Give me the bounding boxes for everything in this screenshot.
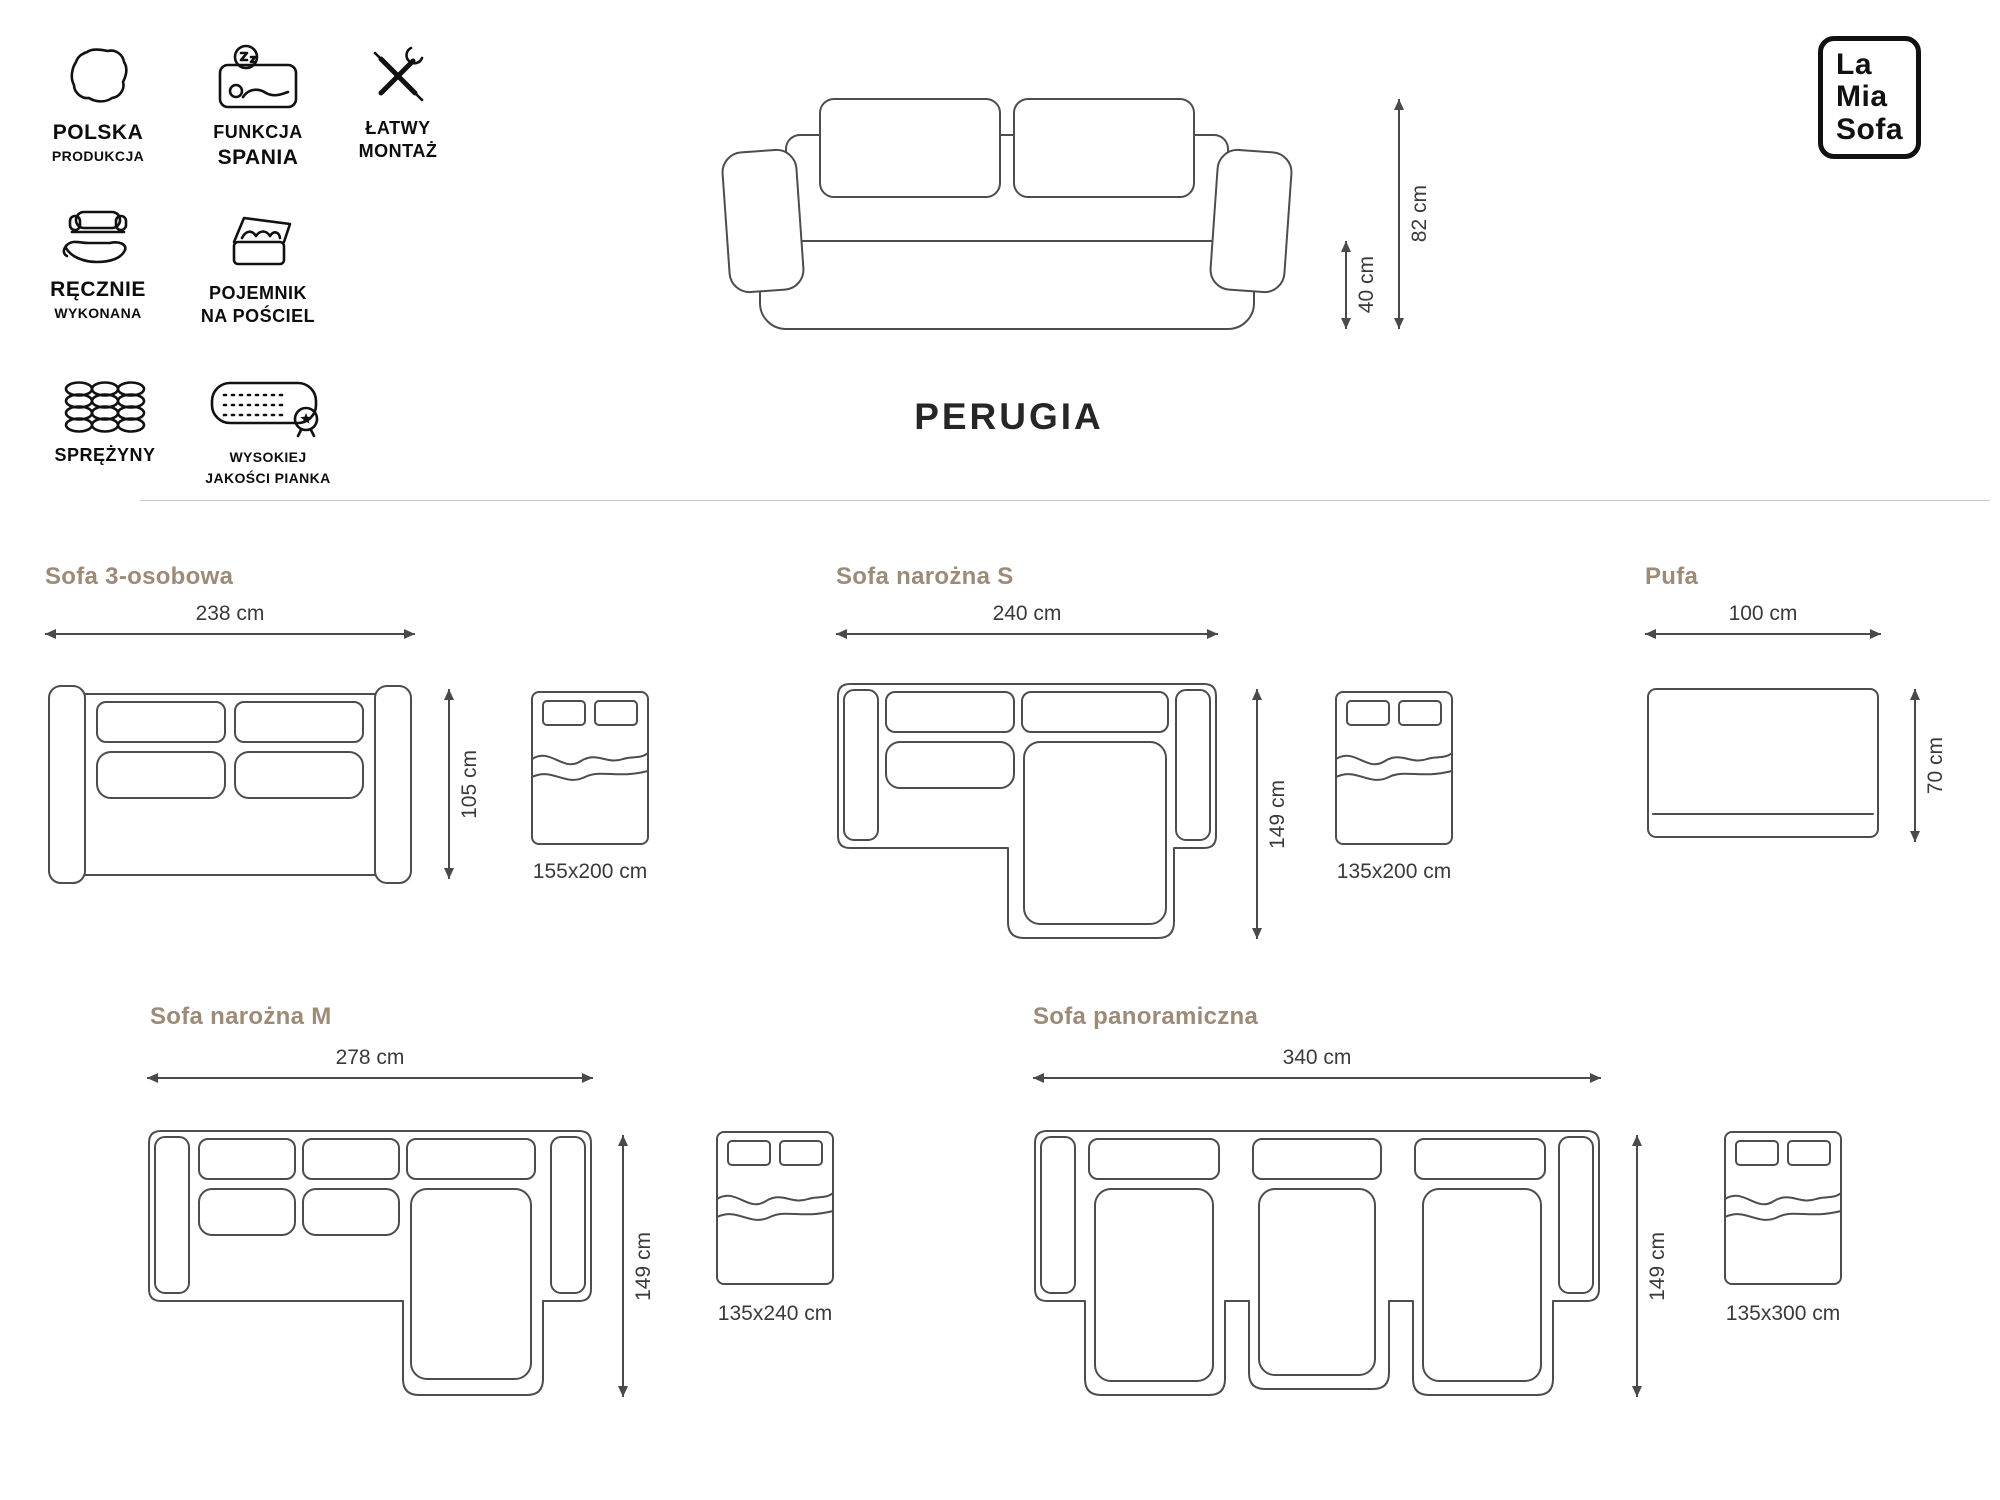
panoramiczna-top-view-drawing bbox=[1034, 1130, 1600, 1396]
bed-size-icon bbox=[1335, 691, 1453, 845]
feature-sublabel: NA POŚCIEL bbox=[200, 306, 316, 327]
depth-value: 149 cm bbox=[632, 1231, 655, 1301]
bedding-storage-icon bbox=[232, 216, 292, 266]
variant-narozna-s-width-dimension: 240 cm bbox=[836, 602, 1218, 639]
feature-label: POLSKA bbox=[52, 121, 144, 144]
width-value: 340 cm bbox=[1282, 1046, 1352, 1069]
variant-narozna-s-bed-size: 135x200 cm bbox=[1336, 860, 1452, 883]
handmade-icon bbox=[62, 210, 128, 264]
feature-latwy-montaz: ŁATWY MONTAŻ bbox=[318, 45, 478, 164]
sofa3-top-view-drawing bbox=[48, 685, 412, 884]
feature-recznie-wykonana: RĘCZNIE WYKONANA bbox=[13, 208, 183, 324]
feature-pojemnik-na-posciel: POJEMNIK NA POŚCIEL bbox=[163, 208, 353, 329]
variant-pufa-width-dimension: 100 cm bbox=[1645, 602, 1881, 639]
variant-narozna-s-title: Sofa narożna S bbox=[836, 563, 1014, 590]
width-value: 238 cm bbox=[195, 602, 265, 625]
variant-narozna-m-title: Sofa narożna M bbox=[150, 1003, 332, 1030]
logo-line-3: Sofa bbox=[1836, 112, 1904, 146]
dimension-arrow bbox=[1252, 689, 1262, 939]
logo-line-1: La bbox=[1836, 48, 1873, 81]
variant-narozna-m-depth-dimension: 149 cm bbox=[618, 1135, 656, 1397]
springs-icon bbox=[64, 381, 146, 433]
pufa-top-view-drawing bbox=[1647, 688, 1879, 838]
feature-wysokiej-jakosci-pianka: WYSOKIEJ JAKOŚCI PIANKA bbox=[168, 375, 368, 489]
variant-pufa-depth-dimension: 70 cm bbox=[1910, 689, 1948, 842]
narozna-s-top-view-drawing bbox=[837, 683, 1217, 939]
easy-assembly-icon bbox=[373, 46, 424, 102]
dimension-arrow bbox=[1645, 629, 1881, 639]
feature-sublabel: SPANIA bbox=[217, 146, 299, 170]
width-value: 100 cm bbox=[1728, 602, 1798, 625]
feature-sublabel: MONTAŻ bbox=[358, 141, 438, 162]
narozna-m-top-view-drawing bbox=[148, 1130, 592, 1396]
bed-size-icon bbox=[531, 691, 649, 845]
feature-label: RĘCZNIE bbox=[50, 278, 146, 301]
dimension-arrow bbox=[836, 629, 1218, 639]
sleep-function-icon bbox=[218, 44, 298, 109]
seat-height-dimension: 40 cm bbox=[1341, 241, 1379, 329]
brand-logo: La Mia Sofa bbox=[1818, 36, 1922, 160]
dimension-arrow bbox=[45, 629, 415, 639]
variant-panoramiczna-width-dimension: 340 cm bbox=[1033, 1046, 1601, 1083]
depth-value: 149 cm bbox=[1646, 1231, 1669, 1301]
depth-value: 70 cm bbox=[1924, 736, 1947, 795]
bed-size-icon bbox=[1724, 1131, 1842, 1285]
width-value: 240 cm bbox=[992, 602, 1062, 625]
feature-sublabel: WYKONANA bbox=[54, 305, 142, 322]
feature-sublabel: PRODUKCJA bbox=[51, 148, 145, 165]
variant-panoramiczna-bed-size: 135x300 cm bbox=[1725, 1302, 1841, 1325]
dimension-arrow bbox=[1033, 1073, 1601, 1083]
feature-label: ŁATWY bbox=[365, 118, 431, 138]
feature-polska-produkcja: POLSKA PRODUKCJA bbox=[13, 45, 183, 167]
depth-value: 105 cm bbox=[458, 749, 481, 819]
variant-narozna-m-width-dimension: 278 cm bbox=[147, 1046, 593, 1083]
dimension-arrow bbox=[1341, 241, 1351, 329]
section-divider bbox=[140, 500, 1990, 501]
width-value: 278 cm bbox=[335, 1046, 405, 1069]
variant-sofa3-width-dimension: 238 cm bbox=[45, 602, 415, 639]
variant-panoramiczna-depth-dimension: 149 cm bbox=[1632, 1135, 1670, 1397]
dimension-arrow bbox=[1910, 689, 1920, 842]
seat-height-value: 40 cm bbox=[1355, 256, 1378, 314]
overall-height-dimension: 82 cm bbox=[1394, 99, 1432, 329]
variant-narozna-s-depth-dimension: 149 cm bbox=[1252, 689, 1290, 939]
feature-label: SPRĘŻYNY bbox=[54, 445, 156, 465]
foam-quality-icon bbox=[210, 381, 319, 438]
dimension-arrow bbox=[618, 1135, 628, 1397]
feature-label: POJEMNIK bbox=[208, 283, 308, 303]
feature-label: FUNKCJA bbox=[213, 122, 303, 142]
bed-size-icon bbox=[716, 1131, 834, 1285]
poland-map-icon bbox=[70, 48, 128, 103]
variant-narozna-m-bed-size: 135x240 cm bbox=[717, 1302, 833, 1325]
feature-funkcja-spania: FUNKCJA SPANIA bbox=[168, 44, 348, 172]
dimension-arrow bbox=[147, 1073, 593, 1083]
feature-sublabel: JAKOŚCI PIANKA bbox=[205, 470, 331, 486]
sofa-front-view-drawing bbox=[721, 98, 1293, 330]
variant-sofa3-title: Sofa 3-osobowa bbox=[45, 563, 234, 590]
dimension-arrow bbox=[1394, 99, 1404, 329]
page-title: PERUGIA bbox=[914, 396, 1104, 437]
variant-pufa-title: Pufa bbox=[1645, 563, 1699, 590]
variant-sofa3-depth-dimension: 105 cm bbox=[444, 689, 482, 879]
dimension-arrow bbox=[444, 689, 454, 879]
logo-line-2: Mia bbox=[1836, 80, 1888, 114]
variant-panoramiczna-title: Sofa panoramiczna bbox=[1033, 1003, 1259, 1030]
feature-label: WYSOKIEJ bbox=[229, 449, 307, 465]
variant-sofa3-bed-size: 155x200 cm bbox=[532, 860, 648, 883]
overall-height-value: 82 cm bbox=[1408, 185, 1431, 243]
feature-sprezyny: SPRĘŻYNY bbox=[25, 378, 185, 467]
depth-value: 149 cm bbox=[1266, 779, 1289, 849]
dimension-arrow bbox=[1632, 1135, 1642, 1397]
